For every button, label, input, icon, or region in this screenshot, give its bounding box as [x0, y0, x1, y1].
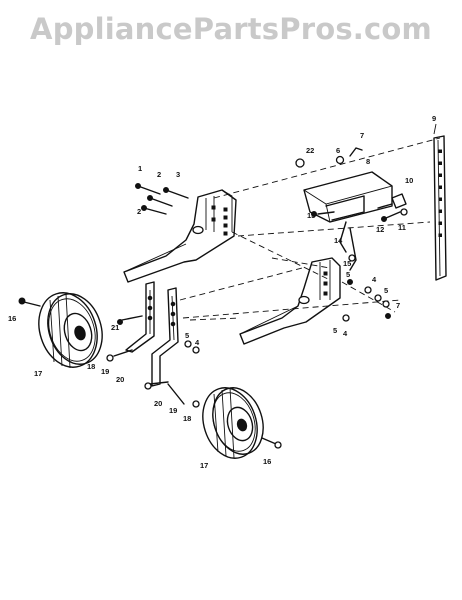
callout-17: 17: [34, 369, 42, 378]
callout-12: 12: [376, 225, 384, 234]
callout-16: 16: [8, 314, 16, 323]
callout-18: 18: [87, 362, 95, 371]
left-wheel: [38, 292, 103, 369]
axle-bolt-left: [18, 297, 41, 307]
left-frame-bracket: [123, 183, 237, 283]
callout-5: 5: [333, 326, 337, 335]
callout-5: 5: [185, 331, 189, 340]
callout-1: 1: [138, 164, 142, 173]
callout-18: 18: [183, 414, 191, 423]
callout-14: 14: [334, 236, 343, 245]
callout-15: 15: [343, 259, 351, 268]
callout-7: 7: [360, 131, 364, 140]
part-callouts: 1 2 2 3 4 4 4 5 5 5 5 6 7 7 8 9 10 11 12…: [8, 114, 436, 470]
hitch-clamp-assembly: [295, 147, 408, 271]
callout-6: 6: [336, 146, 340, 155]
wheel-support-arms: [106, 281, 200, 390]
callout-13: 13: [307, 211, 315, 220]
callout-8: 8: [366, 157, 370, 166]
callout-17: 17: [200, 461, 208, 470]
callout-3: 3: [176, 170, 180, 179]
callout-5: 5: [346, 270, 350, 279]
callout-20: 20: [154, 399, 162, 408]
callout-4: 4: [372, 275, 377, 284]
callout-2: 2: [157, 170, 161, 179]
callout-22: 22: [306, 146, 314, 155]
right-wheel: [202, 387, 282, 459]
callout-20: 20: [116, 375, 124, 384]
callout-11: 11: [398, 223, 406, 232]
callout-4: 4: [195, 338, 200, 347]
callout-19: 19: [169, 406, 177, 415]
bracket-hardware: [167, 279, 391, 408]
assembly-guide-lines: [179, 137, 441, 321]
callout-5: 5: [384, 286, 388, 295]
callout-19: 19: [101, 367, 109, 376]
right-frame-bracket: [239, 257, 341, 345]
callout-21: 21: [111, 323, 119, 332]
callout-10: 10: [405, 176, 413, 185]
callout-4: 4: [343, 329, 348, 338]
callout-16: 16: [263, 457, 271, 466]
watermark-logo: AppliancePartsPros.com: [30, 12, 432, 46]
callout-7: 7: [396, 301, 400, 310]
callout-2: 2: [137, 207, 141, 216]
depth-bar: [433, 123, 447, 281]
callout-9: 9: [432, 114, 436, 123]
